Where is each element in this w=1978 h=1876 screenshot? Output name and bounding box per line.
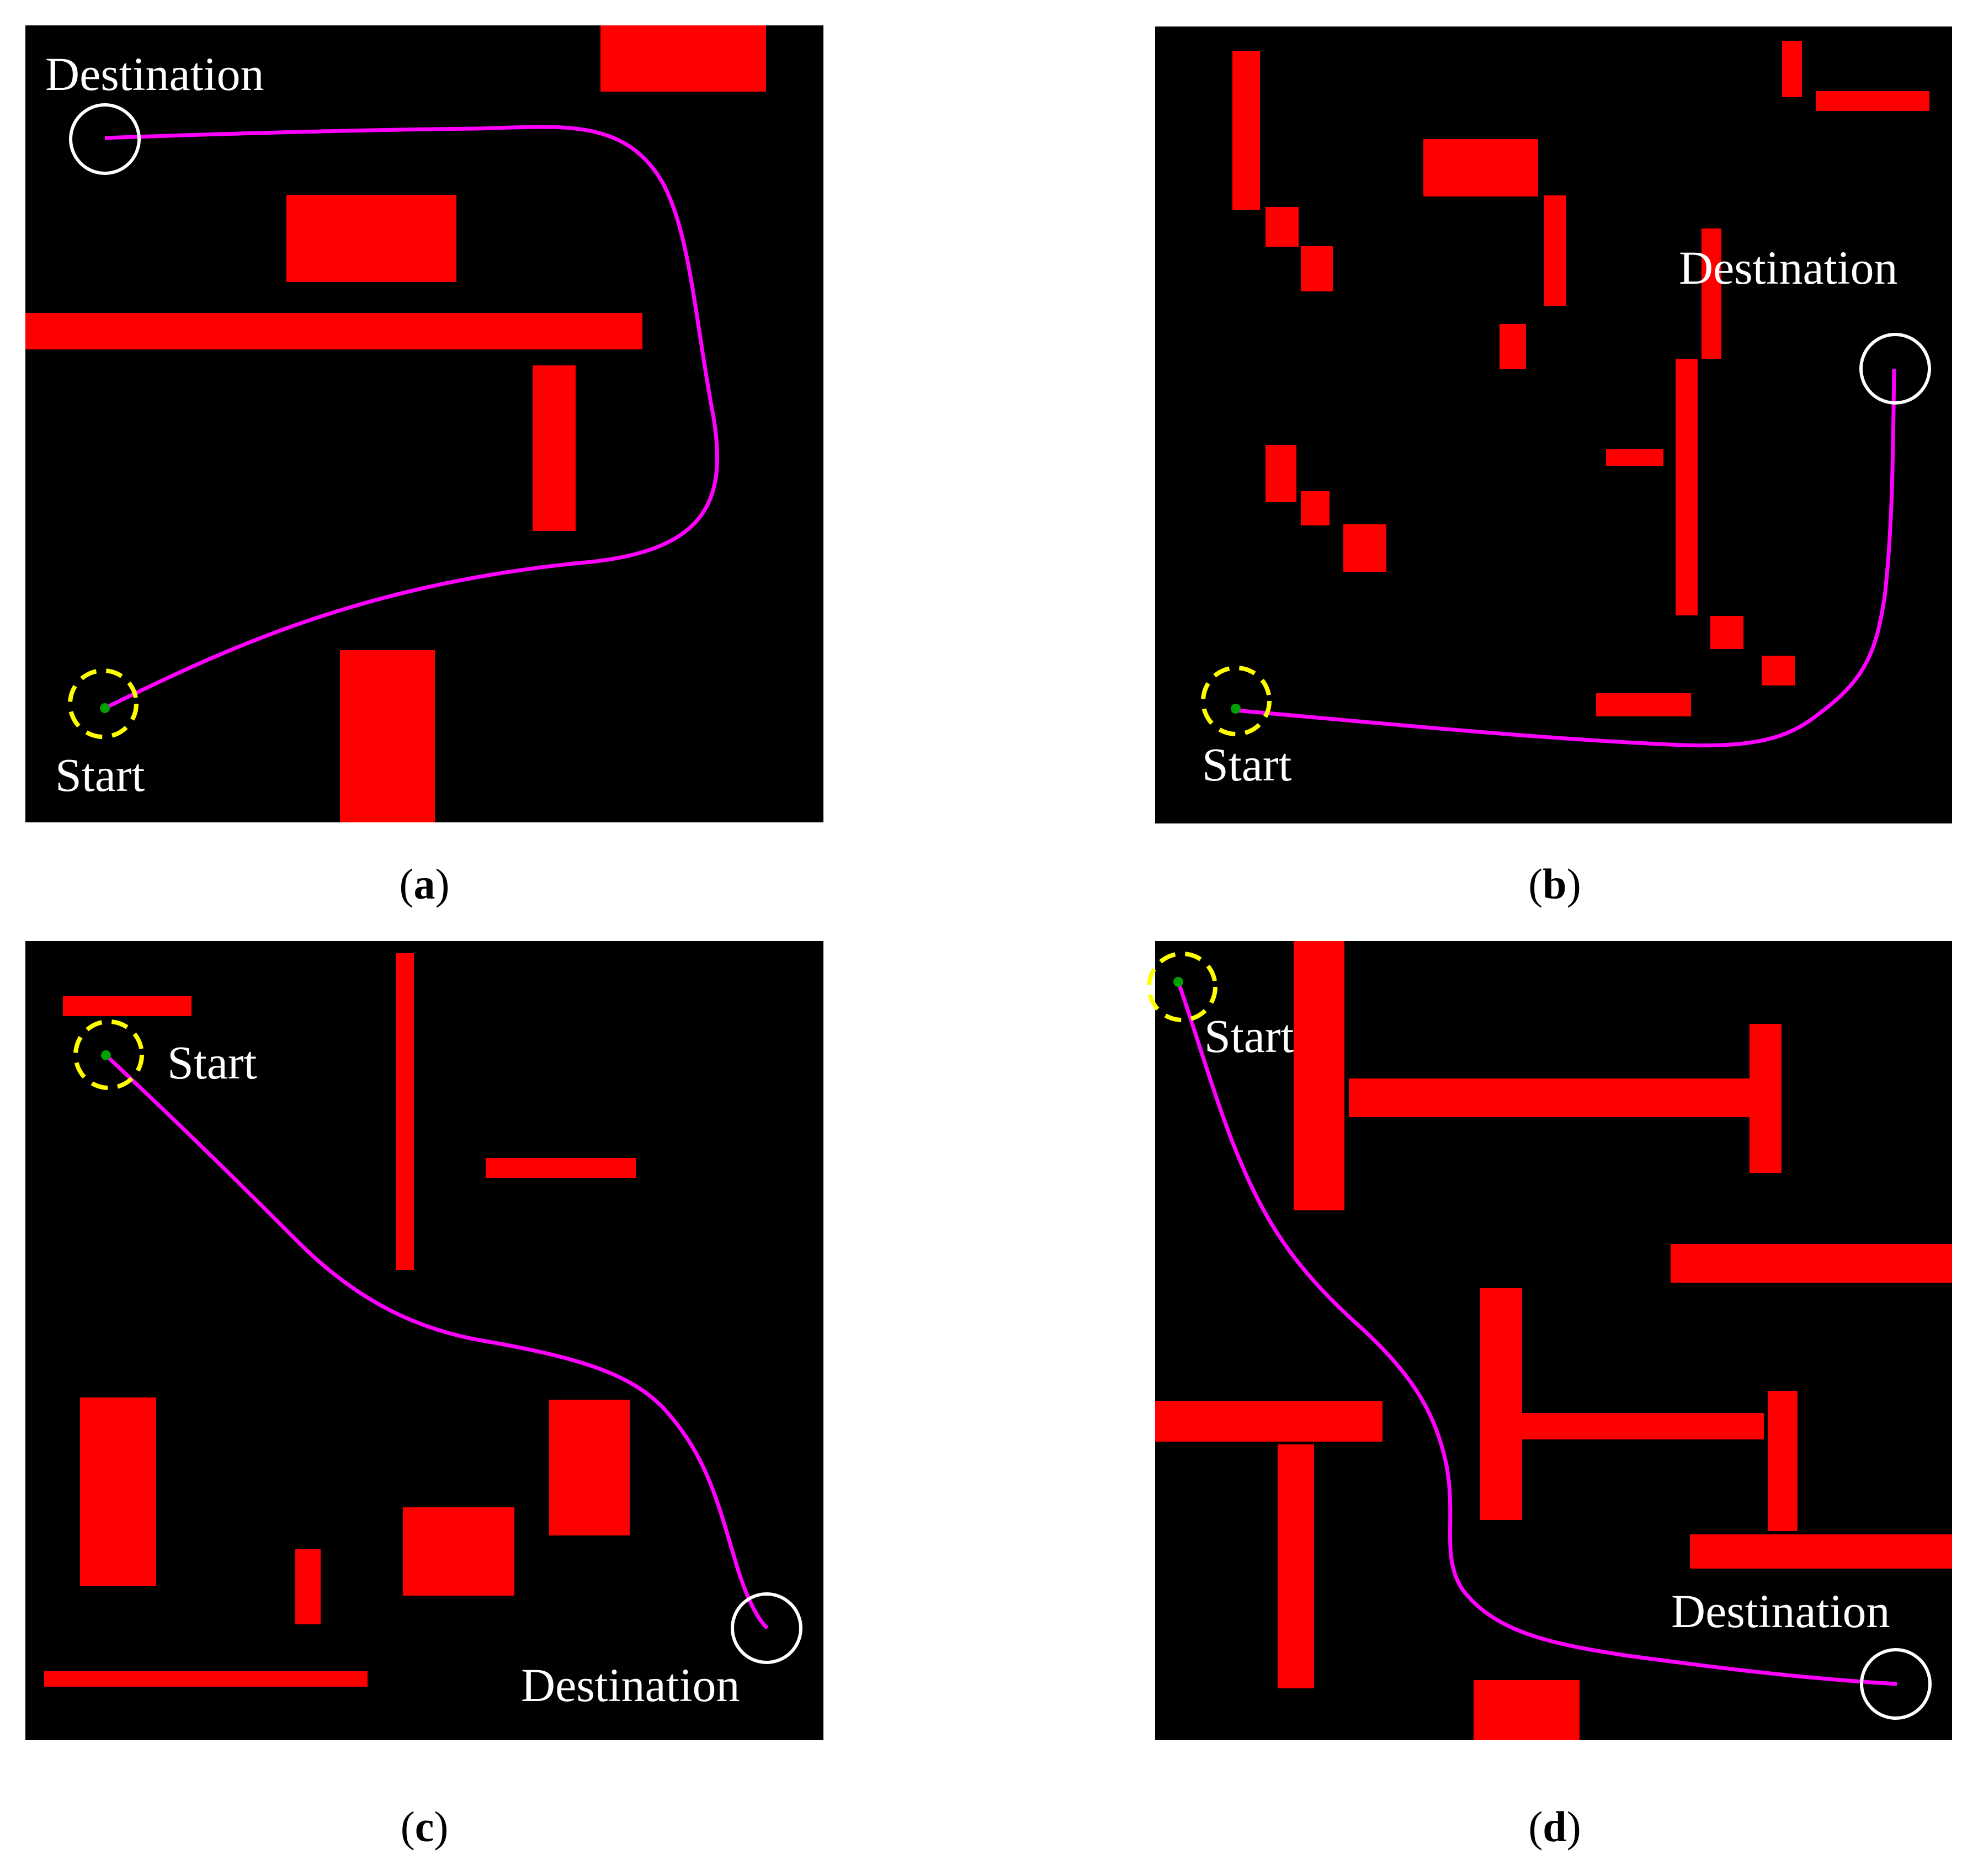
obstacle: [1522, 1413, 1764, 1439]
obstacle: [1480, 1288, 1522, 1520]
panel-label: (b): [1528, 860, 1581, 908]
panel-label: (a): [400, 860, 450, 908]
obstacle: [1671, 1244, 1952, 1283]
panel-label: (c): [401, 1803, 449, 1851]
obstacle: [1750, 1024, 1782, 1173]
obstacle: [533, 365, 576, 531]
obstacle: [1278, 1444, 1314, 1688]
obstacle: [600, 25, 766, 92]
obstacle: [1343, 524, 1386, 572]
obstacle: [63, 996, 192, 1016]
obstacles: [44, 953, 636, 1687]
panel-d: Start Destination (d): [1147, 941, 1952, 1851]
obstacle: [403, 1507, 514, 1596]
panel-label: (d): [1528, 1803, 1581, 1851]
start-label: Start: [1204, 1009, 1294, 1062]
obstacle: [1782, 41, 1802, 97]
obstacle: [1544, 195, 1566, 306]
map-background: [25, 941, 823, 1740]
obstacle: [396, 953, 414, 1270]
obstacle: [1762, 656, 1795, 685]
start-label: Start: [167, 1036, 257, 1089]
destination-label: Destination: [1671, 1585, 1890, 1638]
destination-marker: [1860, 1648, 1932, 1720]
panel-c: Start Destination (c): [25, 941, 823, 1851]
start-marker: [68, 668, 139, 739]
obstacle: [1423, 139, 1538, 196]
destination-marker: [69, 103, 141, 175]
destination-label: Destination: [1679, 241, 1898, 294]
start-marker: [1201, 666, 1272, 736]
obstacle: [1232, 51, 1260, 210]
obstacle: [486, 1158, 636, 1178]
obstacle: [340, 650, 435, 822]
obstacle: [1349, 1078, 1750, 1117]
obstacle: [549, 1400, 630, 1535]
obstacle: [1768, 1391, 1798, 1531]
obstacle: [1301, 491, 1330, 525]
obstacle: [1301, 246, 1333, 291]
obstacle: [1266, 207, 1299, 247]
start-point: [1231, 704, 1241, 714]
planned-path: [1235, 368, 1896, 748]
obstacles: [25, 25, 766, 822]
obstacles: [1155, 941, 1952, 1740]
obstacles: [1232, 41, 1929, 716]
obstacle: [1474, 1680, 1580, 1740]
obstacle: [1710, 616, 1743, 649]
planned-path: [1176, 981, 1897, 1686]
planned-path: [104, 1054, 769, 1630]
panel-b: Destination Start (b): [1155, 26, 1952, 908]
panel-a: Destination Start (a): [25, 25, 823, 908]
obstacle: [286, 195, 456, 282]
start-point: [100, 703, 110, 713]
destination-marker: [731, 1592, 802, 1664]
obstacle: [1500, 324, 1526, 369]
obstacle: [1676, 359, 1698, 615]
obstacle: [44, 1671, 368, 1687]
planned-path: [104, 125, 720, 710]
obstacle: [80, 1397, 156, 1586]
start-point: [1173, 977, 1183, 987]
destination-label: Destination: [45, 47, 264, 100]
start-marker: [73, 1019, 144, 1090]
obstacle: [1294, 941, 1344, 1210]
obstacle: [25, 313, 642, 349]
obstacle: [1606, 449, 1663, 466]
start-label: Start: [55, 748, 145, 801]
start-label: Start: [1202, 738, 1292, 791]
obstacle: [1266, 445, 1296, 502]
obstacle: [1690, 1534, 1952, 1569]
obstacle: [1816, 91, 1929, 111]
start-marker: [1147, 952, 1217, 1022]
start-point: [101, 1050, 111, 1060]
obstacle: [295, 1549, 321, 1624]
destination-marker: [1859, 333, 1931, 405]
obstacle: [1155, 1401, 1383, 1442]
map-background: [1155, 26, 1952, 823]
obstacle: [1701, 228, 1721, 359]
destination-label: Destination: [521, 1659, 740, 1712]
obstacle: [1596, 693, 1691, 716]
